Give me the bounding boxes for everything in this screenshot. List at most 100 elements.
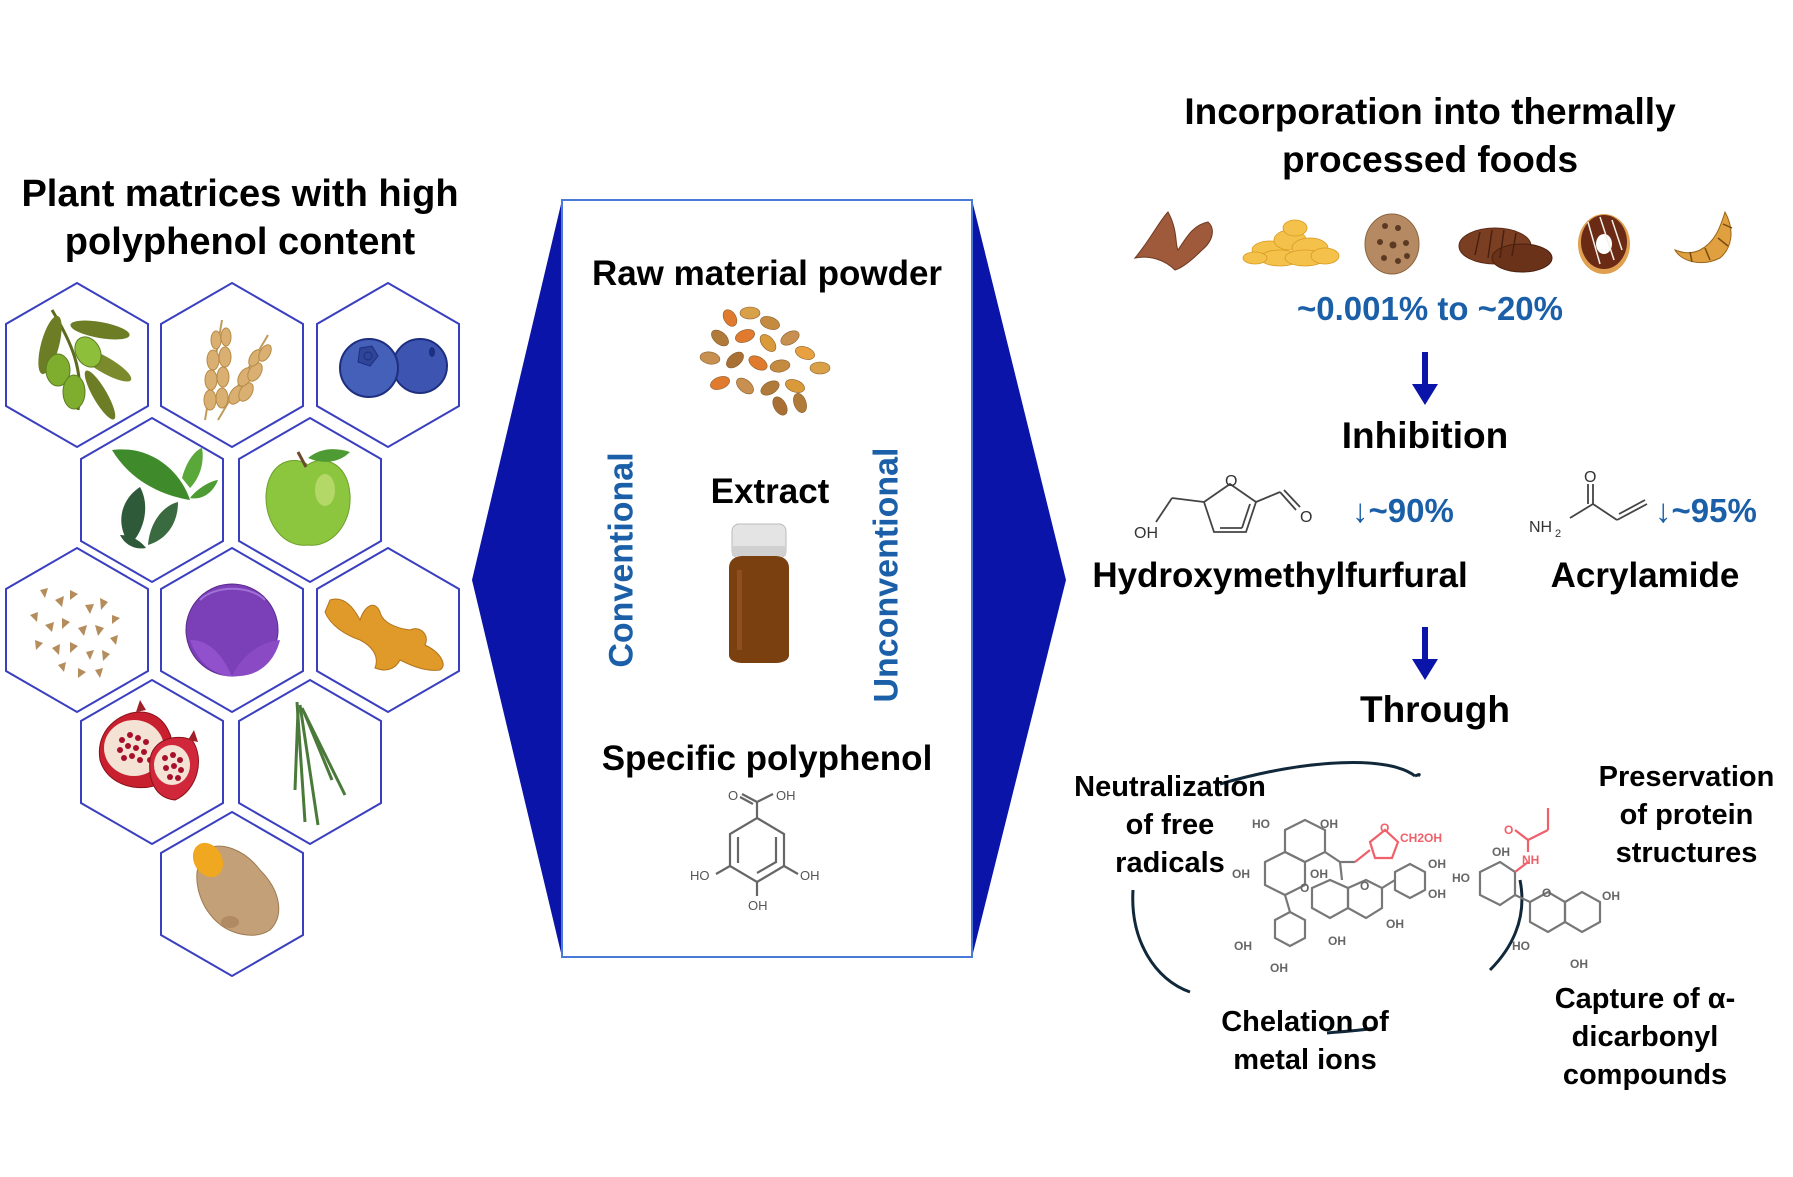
mechanism-chelation: Chelation of metal ions xyxy=(1190,1003,1420,1079)
adduct-o-label: O xyxy=(1300,881,1309,895)
arrow-down-icon xyxy=(1412,627,1438,680)
apple-icon xyxy=(265,449,351,546)
adduct-oh-label: OH xyxy=(1310,867,1328,881)
adduct-o-label: O xyxy=(1360,879,1369,893)
olive-branch-icon xyxy=(38,309,132,420)
acrylamide-reduction: ↓~95% xyxy=(1655,492,1757,529)
seeds-icon xyxy=(30,588,120,678)
gallic-acid-ho-label: HO xyxy=(690,868,710,883)
adduct-oh-label: OH xyxy=(1320,817,1338,831)
mechanism-neutralization-line3: radicals xyxy=(1115,847,1225,879)
croissant-icon xyxy=(1673,210,1733,263)
polyphenol-adduct-structures: HO OH OH O OH OH OH O OH OH OH OH HO OH … xyxy=(1232,808,1620,975)
adduct-ring-o-label: O xyxy=(1380,821,1389,835)
arrow-down-icon xyxy=(1412,352,1438,405)
conventional-label: Conventional xyxy=(602,452,641,668)
hex-cell-wheat xyxy=(160,281,304,449)
gallic-acid-o-label: O xyxy=(728,788,738,803)
mechanism-chelation-line2: metal ions xyxy=(1233,1044,1377,1076)
extract-bottle-icon xyxy=(729,523,789,663)
pomegranate-icon xyxy=(98,700,199,801)
right-arrow-wedge xyxy=(972,200,1066,957)
adduct-nh-label: NH xyxy=(1522,853,1539,867)
hex-cell-tea xyxy=(80,416,224,584)
left-arrow-wedge xyxy=(472,200,562,957)
cycle-arc-top-right xyxy=(1414,773,1421,778)
mechanism-preservation-line1: Preservation xyxy=(1598,761,1775,793)
unconventional-label: Unconventional xyxy=(867,447,906,703)
acrylamide-o-label: O xyxy=(1584,470,1596,486)
adduct-ho-label: HO xyxy=(1512,939,1530,953)
adduct-oh-label: OH xyxy=(1570,957,1588,971)
incorporation-title-line2: processed foods xyxy=(1281,139,1579,180)
incorporation-title-line1: Incorporation into thermally xyxy=(1184,91,1676,132)
mechanism-capture-line3: compounds xyxy=(1562,1059,1728,1091)
gallic-acid-oh-label: OH xyxy=(776,788,796,803)
mechanism-neutralization-line2: of free xyxy=(1125,809,1215,841)
hex-cell-seeds xyxy=(5,546,149,714)
adduct-ch2oh-label: CH2OH xyxy=(1400,831,1442,845)
mechanism-preservation: Preservation of protein structures xyxy=(1580,758,1793,872)
wheat-icon xyxy=(203,319,272,421)
potato-chips-icon xyxy=(1242,219,1340,267)
concentration-range: ~0.001% to ~20% xyxy=(1297,290,1563,327)
gallic-acid-oh2-label: OH xyxy=(800,868,820,883)
adduct-oh-label: OH xyxy=(1232,867,1250,881)
acrylamide-name: Acrylamide xyxy=(1550,556,1740,595)
adduct-ho-label: HO xyxy=(1252,817,1270,831)
acrylamide-nh-label: NH xyxy=(1529,519,1552,536)
hmf-aldehyde-o-label: O xyxy=(1300,509,1312,526)
mechanism-preservation-line2: of protein xyxy=(1619,799,1754,831)
adduct-carbonyl-o-label: O xyxy=(1504,823,1513,837)
hmf-structure: OH O O xyxy=(1134,473,1312,542)
cycle-arc-right xyxy=(1488,879,1524,972)
mechanism-neutralization-line1: Neutralization xyxy=(1074,771,1266,803)
incorporation-title: Incorporation into thermally processed f… xyxy=(1100,88,1760,184)
specific-polyphenol-label: Specific polyphenol xyxy=(601,739,933,778)
yam-icon xyxy=(192,842,280,936)
extract-label: Extract xyxy=(710,472,830,511)
cookie-icon xyxy=(1364,213,1420,275)
mechanism-capture: Capture of α- dicarbonyl compounds xyxy=(1530,980,1760,1094)
adduct-oh-label: OH xyxy=(1328,934,1346,948)
adduct-oh-label: OH xyxy=(1234,939,1252,953)
mechanism-chelation-line1: Chelation of xyxy=(1221,1006,1389,1038)
hmf-oh-label: OH xyxy=(1134,525,1158,542)
donut-icon xyxy=(1578,214,1630,274)
hmf-name: Hydroxymethylfurfural xyxy=(1092,556,1468,595)
through-label: Through xyxy=(1359,689,1510,730)
blueberry-icon xyxy=(339,338,448,398)
grass-icon xyxy=(293,701,347,826)
inhibition-label: Inhibition xyxy=(1341,415,1509,456)
chicken-wing-icon xyxy=(1133,211,1213,271)
adduct-oh-label: OH xyxy=(1386,917,1404,931)
acrylamide-subscript-label: 2 xyxy=(1555,528,1561,540)
adduct-o-label: O xyxy=(1542,886,1551,900)
plant-matrices-title-line2: polyphenol content xyxy=(64,221,416,263)
cycle-arc-top xyxy=(1219,761,1416,786)
raw-material-powder-label: Raw material powder xyxy=(591,254,943,293)
ginger-icon xyxy=(324,598,444,671)
hmf-adduct-ring xyxy=(1368,828,1400,860)
hmf-ring-o-label: O xyxy=(1225,473,1237,490)
plant-matrices-title: Plant matrices with high polyphenol cont… xyxy=(0,170,480,266)
adduct-ho-label: HO xyxy=(1452,871,1470,885)
cycle-arc-bottom xyxy=(1326,1026,1375,1035)
plant-matrices-title-line1: Plant matrices with high xyxy=(21,173,459,215)
acrylamide-structure: O NH 2 xyxy=(1529,470,1648,540)
burger-patties-icon xyxy=(1458,227,1553,273)
adduct-oh-label: OH xyxy=(1270,961,1288,975)
mechanism-neutralization: Neutralization of free radicals xyxy=(1055,768,1285,882)
cabbage-icon xyxy=(185,583,280,677)
gallic-acid-structure: O OH HO OH OH xyxy=(690,788,820,913)
gallic-acid-oh3-label: OH xyxy=(748,898,768,913)
plant-matrix-honeycomb xyxy=(5,281,460,978)
mechanism-preservation-line3: structures xyxy=(1615,837,1758,869)
adduct-oh-label: OH xyxy=(1492,845,1510,859)
hmf-reduction: ↓~90% xyxy=(1352,492,1454,529)
adduct-oh-label: OH xyxy=(1428,857,1446,871)
adduct-oh-label: OH xyxy=(1428,887,1446,901)
mechanism-capture-line2: dicarbonyl xyxy=(1571,1021,1719,1053)
mechanism-cycle-arcs xyxy=(1131,761,1524,1035)
adduct-oh-label: OH xyxy=(1602,889,1620,903)
